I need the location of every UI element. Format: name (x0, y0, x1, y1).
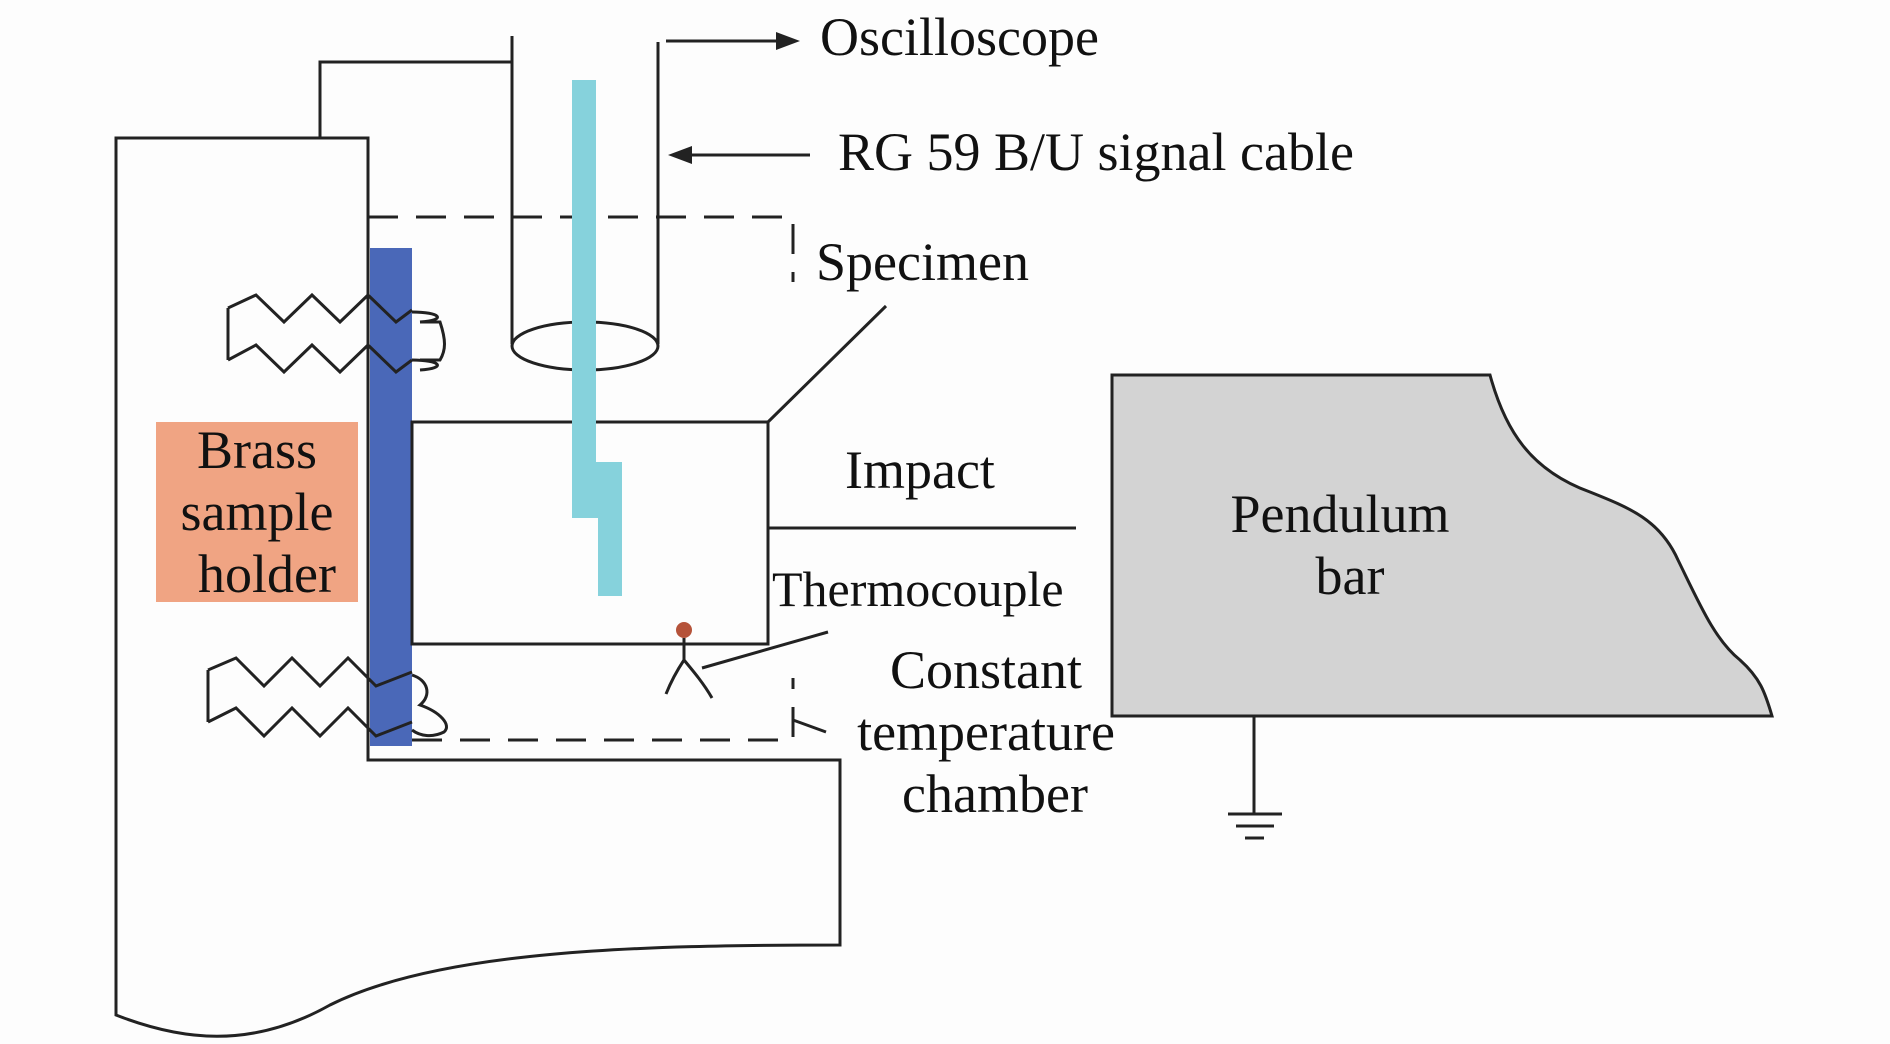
chamber-label-line3: chamber (902, 764, 1088, 824)
impact-label: Impact (845, 440, 995, 500)
chamber-label-line2: temperature (857, 702, 1115, 762)
pendulum-label-line2: bar (1316, 546, 1385, 606)
lower-spring-clamp (206, 655, 448, 739)
pendulum-bar (1110, 373, 1775, 718)
oscilloscope-arrow (666, 32, 800, 50)
pendulum-label-line1: Pendulum (1230, 484, 1449, 544)
holder-frame (114, 136, 842, 1038)
specimen-label: Specimen (816, 232, 1029, 292)
holder-label-line3: holder (198, 544, 336, 604)
holder-label-line2: sample (181, 482, 334, 542)
ground-icon (1228, 716, 1282, 840)
signal-wire (318, 60, 512, 138)
chamber-leader (792, 718, 827, 734)
holder-label-background (156, 422, 358, 602)
blue-electrode (370, 248, 412, 746)
chamber-label-line1: Constant (890, 640, 1082, 700)
thermocouple-probe (664, 622, 829, 699)
upper-spring-clamp (226, 292, 446, 375)
thermocouple-label: Thermocouple (772, 561, 1064, 617)
oscilloscope-label: Oscilloscope (820, 7, 1099, 67)
signal-cable-arrow (668, 146, 810, 164)
holder-label-line1: Brass (197, 420, 317, 480)
specimen-leader (766, 304, 888, 424)
signal-cable-label: RG 59 B/U signal cable (838, 122, 1354, 182)
temperature-chamber-bottom (412, 678, 795, 742)
cyan-probe (572, 80, 622, 596)
